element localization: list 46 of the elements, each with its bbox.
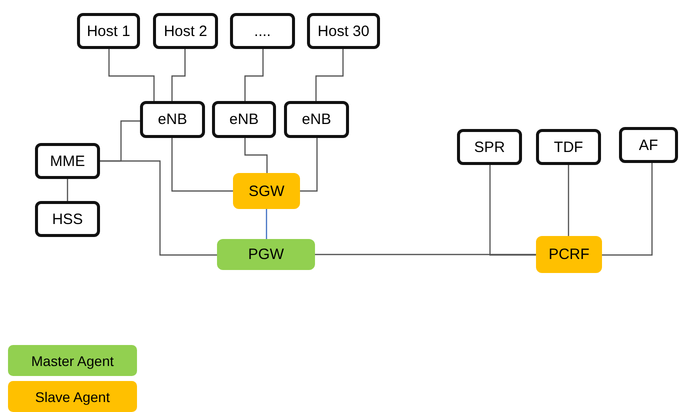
- node-label: eNB: [229, 111, 259, 128]
- connector-line: [300, 138, 318, 192]
- connector-line: [66, 179, 68, 201]
- connector-line: [489, 165, 536, 256]
- agent-box: [217, 239, 315, 270]
- node-label: SPR: [474, 138, 505, 156]
- connector-line: [602, 163, 653, 256]
- connector-line: [568, 165, 570, 236]
- legend-swatch: Master Agent: [8, 345, 137, 376]
- node-label: MME: [50, 152, 85, 170]
- network-node-box: [212, 101, 276, 138]
- connector-line: [171, 49, 186, 101]
- network-node-box: [619, 127, 678, 163]
- node-label: AF: [638, 136, 658, 154]
- network-node-box: [284, 101, 349, 138]
- node-label: Host 30: [318, 22, 370, 40]
- node-label: PCRF: [548, 246, 590, 263]
- connector-line: [244, 49, 264, 101]
- connector-line: [100, 160, 217, 256]
- network-node-box: [307, 13, 380, 49]
- network-node-box: [35, 201, 100, 237]
- network-node-box: [35, 143, 100, 179]
- network-node-box: [536, 129, 601, 165]
- connector-line: [244, 138, 268, 173]
- connector-line: [266, 209, 268, 239]
- network-node-box: [153, 13, 218, 49]
- connector-line: [171, 138, 233, 192]
- node-label: eNB: [158, 111, 188, 128]
- node-label: Host 1: [86, 22, 130, 40]
- node-label: ....: [254, 22, 271, 40]
- network-node-box: [230, 13, 295, 49]
- connector-line: [108, 49, 155, 101]
- agent-box: [233, 173, 300, 209]
- network-node-box: [457, 129, 522, 165]
- node-label: PGW: [248, 246, 284, 263]
- legend-swatch: Slave Agent: [8, 381, 137, 412]
- node-label: SGW: [248, 182, 284, 200]
- connector-line: [315, 49, 344, 101]
- node-label: HSS: [52, 210, 83, 228]
- network-node-box: [140, 101, 205, 138]
- node-label: eNB: [302, 111, 332, 128]
- agent-box: [536, 236, 602, 273]
- connector-line: [315, 254, 536, 256]
- node-label: Host 2: [164, 22, 208, 40]
- node-label: TDF: [554, 138, 584, 156]
- network-node-box: [77, 13, 140, 49]
